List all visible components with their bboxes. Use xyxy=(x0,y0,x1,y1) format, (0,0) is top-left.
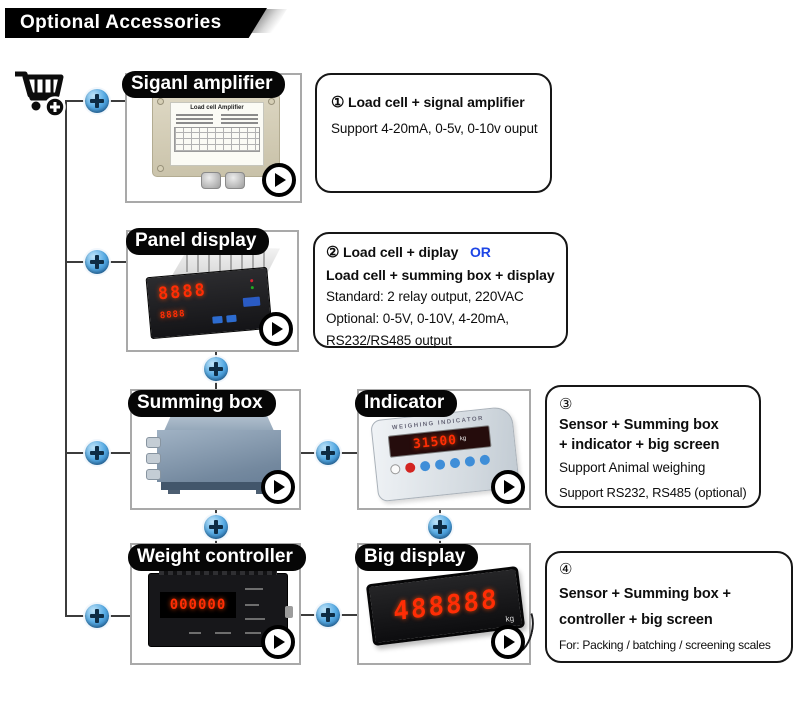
play-button[interactable] xyxy=(262,163,296,197)
indicator-unit: kg xyxy=(459,435,467,443)
plus-connector-icon xyxy=(316,603,340,627)
plus-connector-icon xyxy=(316,441,340,465)
amplifier-connection-table xyxy=(174,127,260,152)
info-1-line: Support 4-20mA, 0-5v, 0-10v ouput xyxy=(331,121,538,136)
info-box-2: ② Load cell + diplay OR Load cell + summ… xyxy=(313,232,568,348)
plus-connector-icon xyxy=(428,515,452,539)
amplifier-device-title: Load cell Amplifier xyxy=(190,105,244,111)
info-3-line: Support Animal weighing xyxy=(559,460,706,475)
info-box-4: ④ Sensor + Summing box + controller + bi… xyxy=(545,551,793,663)
product-label-panel-display: Panel display xyxy=(126,228,270,255)
info-3-line: Support RS232, RS485 (optional) xyxy=(559,485,747,500)
play-icon xyxy=(275,173,286,187)
play-button[interactable] xyxy=(491,625,525,659)
plus-connector-icon xyxy=(85,604,109,628)
plus-connector-icon xyxy=(204,515,228,539)
play-icon xyxy=(274,635,285,649)
play-icon xyxy=(504,635,515,649)
info-box-1: ① Load cell + signal amplifier Support 4… xyxy=(315,73,552,193)
info-box-3: ③ Sensor + Summing box + indicator + big… xyxy=(545,385,761,508)
info-4-title2: controller + big screen xyxy=(559,612,713,628)
info-1-title: Load cell + signal amplifier xyxy=(348,94,525,110)
play-button[interactable] xyxy=(491,470,525,504)
product-label-summing-box: Summing box xyxy=(128,390,276,417)
play-button[interactable] xyxy=(261,625,295,659)
info-2-or-label: OR xyxy=(469,244,491,260)
play-button[interactable] xyxy=(261,470,295,504)
info-2-line: Standard: 2 relay output, 220VAC xyxy=(326,289,524,304)
info-2-line: Optional: 0-5V, 0-10V, 4-20mA, xyxy=(326,311,509,326)
info-4-number: ④ xyxy=(559,561,573,578)
info-3-number: ③ xyxy=(559,396,573,413)
big-display-digits: 488888 xyxy=(392,584,499,628)
info-2-title: Load cell + diplay xyxy=(343,244,459,260)
play-button[interactable] xyxy=(259,312,293,346)
indicator-digits: 31500 xyxy=(412,432,458,452)
play-icon xyxy=(272,322,283,336)
info-2-line: RS232/RS485 output xyxy=(326,333,452,348)
plus-connector-icon xyxy=(204,357,228,381)
add-to-cart-icon xyxy=(15,71,66,118)
panel-display-sub-digits: 8888 xyxy=(159,309,187,322)
panel-display-digits: 8888 xyxy=(157,280,208,305)
info-4-title: Sensor + Summing box + xyxy=(559,586,731,602)
plus-connector-icon xyxy=(85,441,109,465)
play-icon xyxy=(504,480,515,494)
info-3-title2: + indicator + big screen xyxy=(559,437,720,453)
product-label-indicator: Indicator xyxy=(355,390,458,417)
banner: Optional Accessories xyxy=(5,8,267,38)
weight-controller-digits: 000000 xyxy=(169,597,227,613)
info-3-title: Sensor + Summing box xyxy=(559,417,719,433)
page-title: Optional Accessories xyxy=(20,12,222,33)
plus-connector-icon xyxy=(85,89,109,113)
connector-rail xyxy=(65,100,67,617)
product-label-big-display: Big display xyxy=(355,544,479,571)
info-1-number: ① xyxy=(331,94,345,111)
info-4-line: For: Packing / batching / screening scal… xyxy=(559,638,771,652)
product-label-weight-controller: Weight controller xyxy=(128,544,306,571)
product-label-signal-amplifier: Siganl amplifier xyxy=(122,71,286,98)
plus-connector-icon xyxy=(85,250,109,274)
signal-amplifier-photo: Load cell Amplifier xyxy=(152,93,280,189)
info-2-number: ② xyxy=(326,244,340,261)
play-icon xyxy=(274,480,285,494)
info-2-title2: Load cell + summing box + display xyxy=(326,267,555,283)
